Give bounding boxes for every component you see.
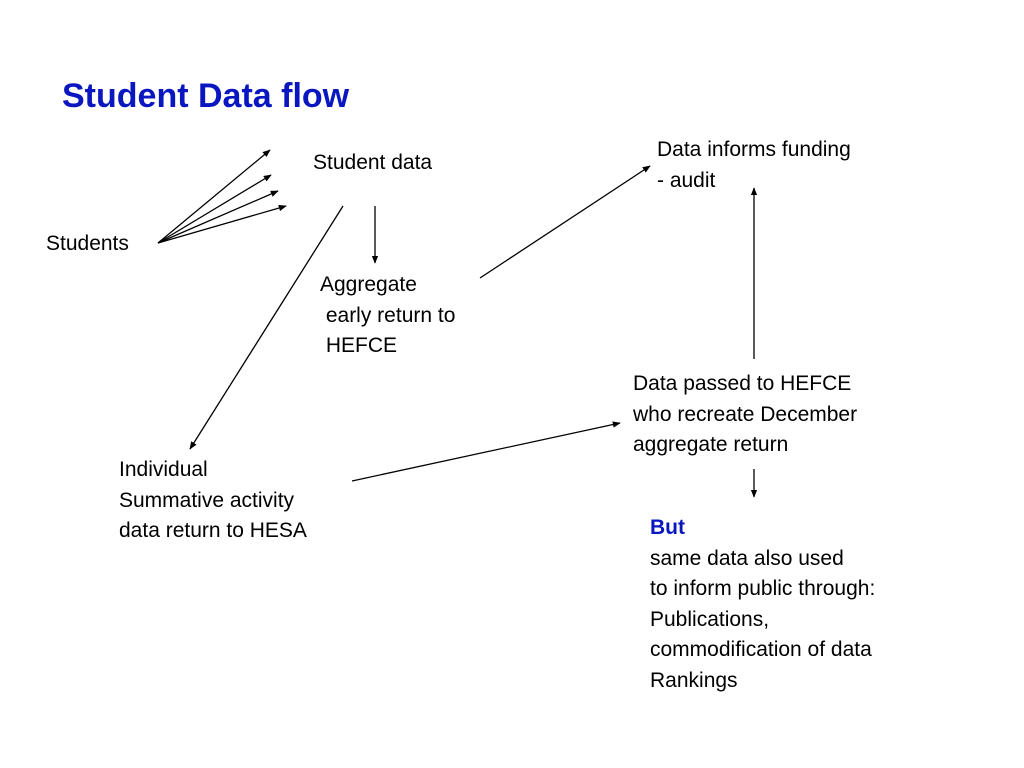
aggregate-line-2: early return to (320, 303, 456, 327)
hefce-line-1: Data passed to HEFCE (633, 372, 852, 395)
student-data-label: Student data (313, 151, 433, 174)
node-public-use: But same data also used to inform public… (650, 513, 875, 696)
public-line-4: commodification of data (650, 638, 872, 661)
arrow-aggregate-to-funding (479, 165, 651, 279)
node-hefce-return: Data passed to HEFCE who recreate Decemb… (633, 369, 857, 461)
funding-line-2: - audit (657, 168, 716, 192)
public-line-2: to inform public through: (650, 577, 876, 600)
funding-line-1: Data informs funding (657, 138, 851, 161)
arrow-students-to-student-data-3 (157, 190, 279, 244)
individual-line-3: data return to HESA (119, 519, 307, 542)
node-aggregate-return: Aggregate early return to HEFCE (320, 270, 455, 362)
public-line-1: same data also used (650, 546, 844, 570)
public-line-5: Rankings (650, 668, 738, 692)
arrow-students-to-student-data-4 (157, 204, 287, 244)
aggregate-line-1: Aggregate (320, 273, 417, 296)
students-label: Students (46, 232, 129, 255)
node-students: Students (46, 229, 129, 260)
aggregate-line-3: HEFCE (320, 334, 398, 357)
individual-line-1: Individual (119, 458, 208, 481)
node-individual-return: Individual Summative activity data retur… (119, 455, 307, 547)
slide-title: Student Data flow (62, 77, 350, 115)
individual-line-2: Summative activity (119, 488, 295, 512)
arrow-students-to-student-data-1 (157, 149, 271, 244)
arrow-student-data-to-individual (189, 205, 344, 450)
arrow-students-to-student-data-2 (157, 174, 272, 244)
node-funding-audit: Data informs funding - audit (657, 135, 851, 196)
hefce-line-3: aggregate return (633, 433, 789, 456)
public-heading-but: But (650, 516, 685, 539)
public-line-3: Publications, (650, 607, 770, 631)
hefce-line-2: who recreate December (633, 402, 858, 426)
node-student-data: Student data (313, 148, 432, 179)
arrow-individual-to-hefce (351, 421, 621, 482)
